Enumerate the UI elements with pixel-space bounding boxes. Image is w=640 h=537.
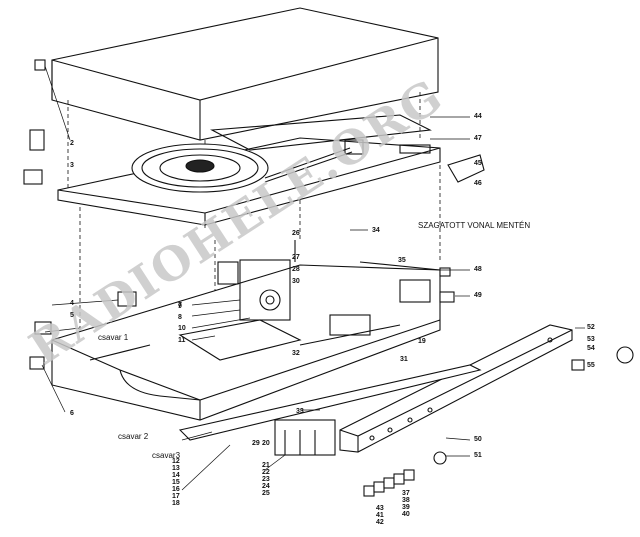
part-number: 53 [587,336,595,343]
part-number: 4 [70,300,74,307]
turntable-platter [131,143,269,193]
part-number: 50 [474,436,482,443]
part-number: 2 [70,140,74,147]
part-number: 28 [292,266,300,273]
part-number: 3 [70,162,74,169]
part-number: 54 [587,345,595,352]
part-number: 24 [262,483,270,490]
part-number: 7 [178,302,182,309]
part-number: 52 [587,324,595,331]
small-parts [23,59,634,465]
part-number: 34 [372,227,380,234]
part-number: 19 [418,338,426,345]
part-number: 35 [398,257,406,264]
part-number: 37 [402,490,410,497]
dust-cover [51,7,439,141]
part-number: 40 [402,511,410,518]
part-number: 17 [172,493,180,500]
part-number: 6 [70,410,74,417]
part-number: 47 [474,135,482,142]
part-number: 8 [178,314,182,321]
part-number: 51 [474,452,482,459]
part-number: 31 [400,356,408,363]
part-number: 43 [376,505,384,512]
part-number: 32 [292,350,300,357]
lower-strip [178,364,482,441]
part-number: 21 [262,462,270,469]
screw-3-label: csavar3 [152,451,181,460]
part-number: 48 [474,266,482,273]
screw-2-label: csavar 2 [118,432,149,441]
part-number: 26 [292,230,300,237]
front-rail [339,324,573,453]
part-number: 25 [262,490,270,497]
part-number: 13 [172,465,180,472]
part-number: 33 [296,408,304,415]
part-number: 46 [474,180,482,187]
part-number: 27 [292,254,300,261]
part-number: 11 [178,337,186,344]
part-number: 20 [262,440,270,447]
switch-block [274,419,336,456]
part-number: 9 [178,303,182,310]
part-number: 38 [402,497,410,504]
cut-line-note: SZAGATOTT VONAL MENTÉN [418,221,531,230]
part-number: 16 [172,486,180,493]
part-number: 45 [474,160,482,167]
push-buttons [363,469,415,497]
part-number: 5 [70,312,74,319]
part-number: 22 [262,469,270,476]
part-number: 10 [178,325,186,332]
part-number: 30 [292,278,300,285]
part-number: 18 [172,500,180,507]
part-number: 49 [474,292,482,299]
part-number: 14 [172,472,180,479]
part-number: 39 [402,504,410,511]
part-number: 29 [252,440,260,447]
part-number: 55 [587,362,595,369]
part-number: 42 [376,519,384,526]
screw-1-label: csavar 1 [98,333,129,342]
part-number: 44 [474,113,482,120]
part-number: 23 [262,476,270,483]
leader-lines [41,65,585,491]
tonearm [264,139,431,183]
part-number: 15 [172,479,180,486]
part-number: 12 [172,458,180,465]
part-number: 41 [376,512,384,519]
